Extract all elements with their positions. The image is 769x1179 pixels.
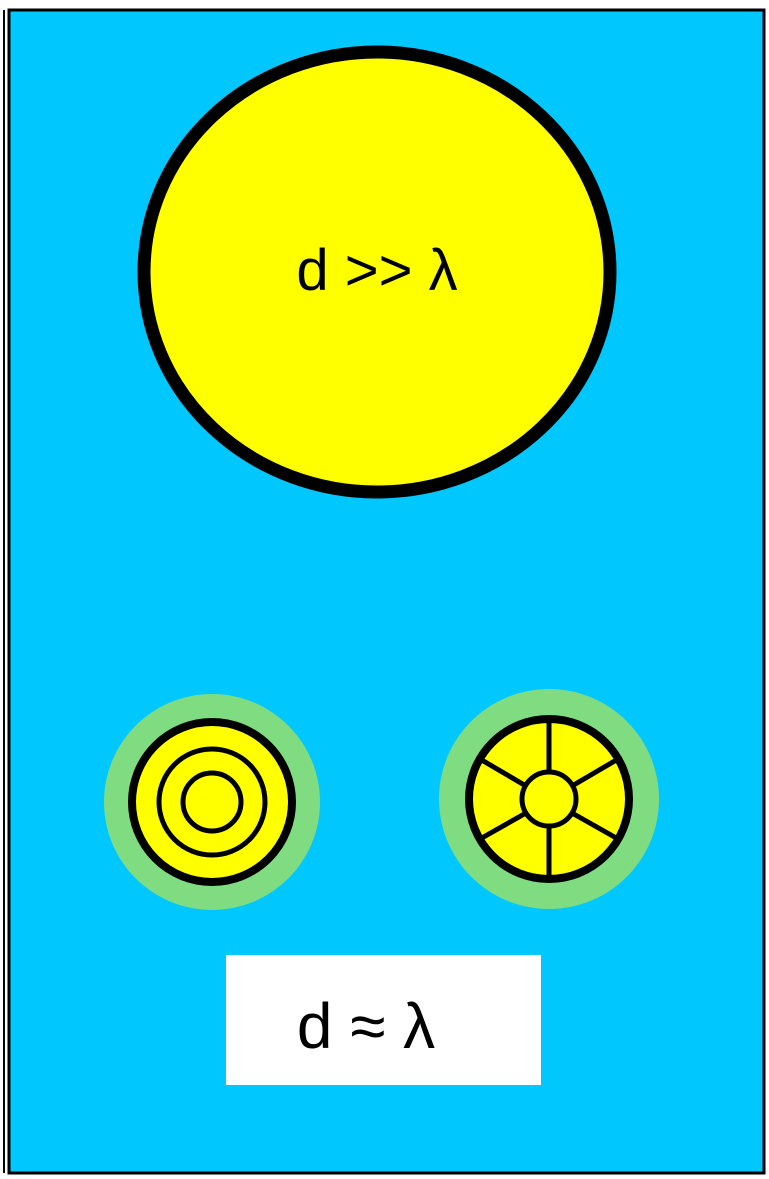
spoke-pattern	[439, 689, 659, 909]
large-circle-label: d >> λ	[296, 238, 457, 303]
ring-pattern-outer-circle	[132, 722, 292, 882]
spoke-pattern-center-circle	[522, 772, 576, 826]
ring-pattern	[104, 694, 320, 910]
small-label: d ≈ λ	[297, 990, 435, 1062]
